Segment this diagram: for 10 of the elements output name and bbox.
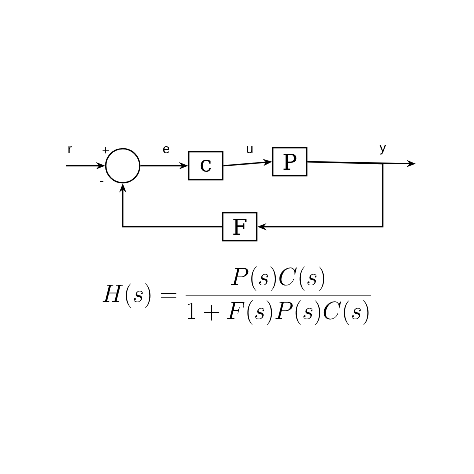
sign-label: -: [100, 181, 104, 182]
edge-label: r: [68, 146, 72, 154]
transfer-function-formula: $H(s) = \frac{P(s)C(s)}{1+F(s)P(s)C(s)}$: [102, 266, 372, 326]
block-box: P: [272, 147, 308, 177]
edge-label: y: [380, 145, 386, 155]
edge-label: u: [247, 146, 253, 154]
sign-label: +: [102, 147, 110, 154]
block-box: c: [188, 151, 224, 181]
edge-label: e: [163, 146, 170, 154]
block-box: F: [222, 212, 258, 242]
